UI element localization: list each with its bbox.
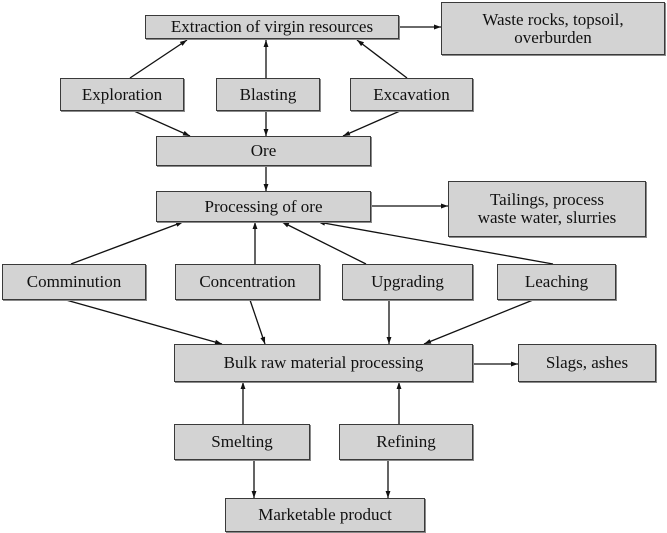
edge-excavation-to-extraction bbox=[356, 39, 408, 79]
node-ore: Ore bbox=[156, 136, 371, 166]
node-label: Upgrading bbox=[371, 272, 444, 291]
edge-upgrading-to-processing bbox=[281, 221, 367, 265]
node-processing: Processing of ore bbox=[156, 191, 371, 222]
edge-concentration-to-bulk bbox=[249, 299, 266, 345]
node-label-line: Waste rocks, topsoil, bbox=[482, 9, 624, 29]
node-label: Excavation bbox=[373, 84, 450, 104]
node-label: Waste rocks, topsoil,overburden bbox=[482, 9, 624, 47]
node-marketable: Marketable product bbox=[225, 498, 425, 532]
node-excavation: Excavation bbox=[350, 78, 473, 111]
edge-comminution-to-processing bbox=[70, 221, 184, 265]
node-concentration: Concentration bbox=[175, 264, 320, 300]
node-leaching: Leaching bbox=[497, 264, 616, 300]
node-label: Processing of ore bbox=[204, 196, 323, 216]
node-label-line: Tailings, process bbox=[489, 190, 604, 209]
node-waste-rocks: Waste rocks, topsoil,overburden bbox=[441, 2, 665, 55]
node-label: Concentration bbox=[199, 272, 296, 291]
node-smelting: Smelting bbox=[174, 424, 310, 460]
edge-comminution-to-bulk bbox=[65, 299, 223, 345]
node-label: Ore bbox=[250, 141, 277, 160]
node-label: Extraction of virgin resources bbox=[170, 17, 374, 36]
node-label: Blasting bbox=[239, 84, 297, 104]
node-label: Bulk raw material processing bbox=[223, 353, 424, 372]
edge-leaching-to-processing bbox=[317, 220, 554, 265]
edge-leaching-to-bulk bbox=[423, 299, 534, 345]
node-label: Slags, ashes bbox=[545, 353, 629, 372]
node-label-line: overburden bbox=[514, 27, 592, 47]
node-bulk: Bulk raw material processing bbox=[174, 344, 473, 382]
node-extraction: Extraction of virgin resources bbox=[145, 15, 399, 39]
node-blasting: Blasting bbox=[216, 78, 320, 111]
node-refining: Refining bbox=[339, 424, 473, 460]
node-label: Comminution bbox=[26, 272, 122, 291]
node-label: Refining bbox=[376, 432, 436, 451]
node-label: Leaching bbox=[524, 272, 589, 291]
edge-exploration-to-extraction bbox=[129, 39, 188, 79]
node-label: Marketable product bbox=[258, 505, 392, 524]
node-comminution: Comminution bbox=[2, 264, 146, 300]
node-upgrading: Upgrading bbox=[342, 264, 473, 300]
node-label: Exploration bbox=[81, 84, 163, 104]
edge-excavation-to-ore bbox=[342, 110, 401, 137]
edge-exploration-to-ore bbox=[133, 110, 191, 137]
node-label: Smelting bbox=[211, 432, 273, 451]
node-exploration: Exploration bbox=[60, 78, 184, 111]
node-label-line: waste water, slurries bbox=[477, 208, 617, 227]
node-slags: Slags, ashes bbox=[518, 344, 656, 382]
